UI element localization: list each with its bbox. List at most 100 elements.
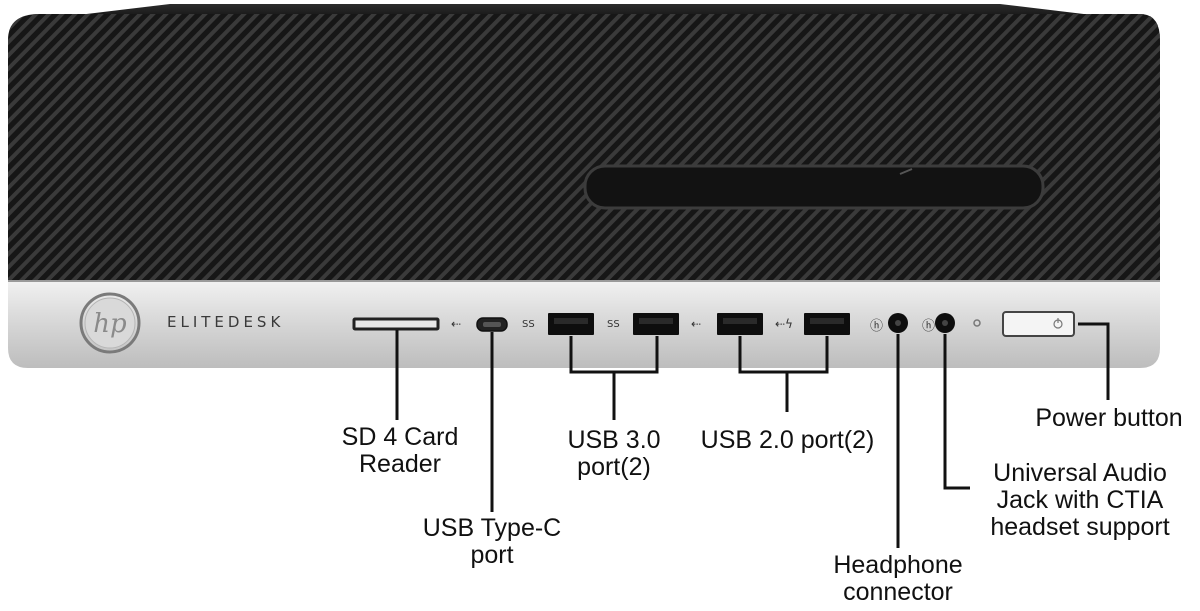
vent-slat (1154, 14, 1160, 285)
vent-slat (426, 14, 705, 285)
vent-slat (101, 14, 380, 285)
vent-slat (504, 14, 783, 285)
vent-slat (166, 14, 445, 285)
vent-slat (582, 14, 861, 285)
power-button[interactable] (1002, 311, 1075, 337)
power-icon (1053, 318, 1063, 329)
vent-slat (842, 14, 1121, 285)
vent-slat (8, 14, 276, 285)
vent-slat (8, 14, 224, 285)
vent-slat (8, 14, 263, 285)
vent-slat (140, 14, 419, 285)
vent-slat (1182, 10, 1200, 290)
vent-slat (829, 14, 1108, 285)
vent-slat (62, 14, 341, 285)
audio-jack-label: Universal Audio Jack with CTIA headset s… (990, 459, 1170, 541)
vent-slat (10, 14, 289, 285)
vent-slat (777, 14, 1056, 285)
vent-slat (595, 14, 874, 285)
vent-slat (660, 14, 939, 285)
vent-slat (8, 14, 81, 285)
ss-usb-icon: SS (607, 319, 620, 330)
vent-slat (803, 14, 1082, 285)
vent-slat (764, 14, 1043, 285)
hp-logo: hp (79, 292, 141, 354)
vent-slat (738, 14, 1017, 285)
vent-slat (712, 14, 991, 285)
vent-slat (569, 14, 848, 285)
vent-slat (49, 14, 328, 285)
power-button-label: Power button (1035, 404, 1183, 432)
vent-slat (8, 14, 107, 285)
vent-slat (387, 14, 666, 285)
vent-slat (114, 14, 393, 285)
vent-slat (1011, 14, 1160, 285)
usb-2-label: USB 2.0 port(2) (700, 426, 875, 454)
vent-slat (283, 14, 562, 285)
vent-slat (751, 14, 1030, 285)
vent-slat (673, 14, 952, 285)
drive-activity-led (973, 319, 981, 327)
vent-slat (413, 14, 692, 285)
vent-slat (699, 14, 978, 285)
vent-slat (647, 14, 926, 285)
vent-slat (335, 14, 614, 285)
vent-slat (1024, 14, 1160, 285)
vent-slat (179, 14, 458, 285)
ss-usb-icon: SS (522, 319, 535, 330)
vent-slat (985, 14, 1160, 285)
vent-slat (127, 14, 406, 285)
vent-slat (400, 14, 679, 285)
vent-slat (959, 14, 1160, 285)
vent-slat (907, 14, 1160, 285)
vent-slat (8, 14, 185, 285)
vent-slat (1076, 14, 1160, 285)
vent-slat (8, 14, 250, 285)
vent-slat (361, 14, 640, 285)
vent-slat (23, 14, 302, 285)
vent-slat (153, 14, 432, 285)
headphone-icon: ⓗ (870, 319, 883, 334)
vent-slat (998, 14, 1160, 285)
elitedesk-wordmark: ELITEDESK (167, 313, 285, 331)
usb-3-label: USB 3.0 port(2) (567, 426, 661, 481)
vent-slat (8, 14, 198, 285)
vent-slat (88, 14, 367, 285)
vent-slat (868, 14, 1147, 285)
optical-drive-slot (583, 164, 1045, 210)
usb-type-c-label: USB Type-C port (422, 514, 562, 569)
vent-slat (270, 14, 549, 285)
vent-slat (634, 14, 913, 285)
vent-slat (8, 14, 133, 285)
vent-slat (205, 14, 484, 285)
vent-slat (348, 14, 627, 285)
vent-slat (478, 14, 757, 285)
vent-slat (1063, 14, 1160, 285)
vent-slat (8, 14, 94, 285)
vent-slat (855, 14, 1134, 285)
svg-text:hp: hp (93, 309, 127, 339)
vent-slat (517, 14, 796, 285)
vent-slat (36, 14, 315, 285)
vent-slat (491, 14, 770, 285)
leader-lines (395, 322, 1110, 548)
vent-slat (439, 14, 718, 285)
vent-slat (1169, 10, 1200, 290)
vent-slat (8, 14, 68, 285)
vent-slat (1195, 10, 1200, 290)
vent-slat (621, 14, 900, 285)
vent-slat (894, 14, 1160, 285)
vent-slat (8, 14, 120, 285)
vent-slat (8, 14, 172, 285)
vent-slat (1089, 14, 1160, 285)
vent-slat (452, 14, 731, 285)
vent-slat (725, 14, 1004, 285)
vent-slat (8, 14, 146, 285)
vent-slat (881, 14, 1160, 285)
vent-slat (933, 14, 1160, 285)
vent-slat (972, 14, 1160, 285)
vent-slat (816, 14, 1095, 285)
vent-slat (218, 14, 497, 285)
